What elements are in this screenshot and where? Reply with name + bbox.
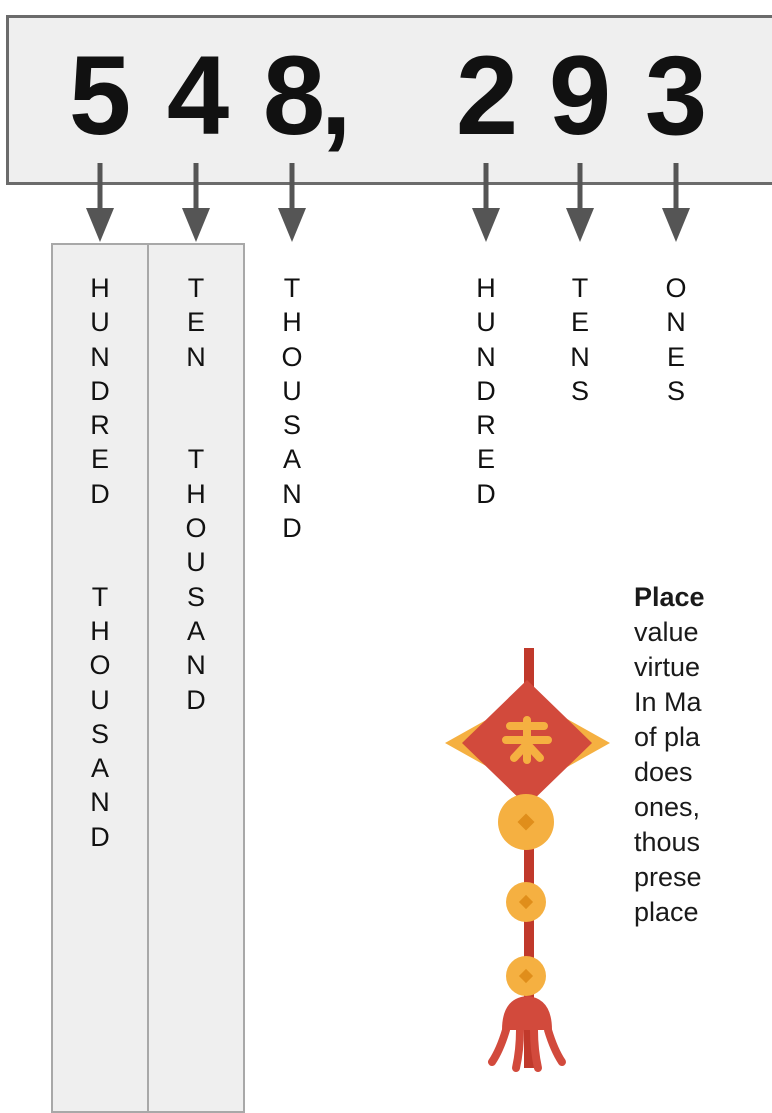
- paragraph-line: of pla: [634, 722, 701, 752]
- arrows: [86, 163, 690, 242]
- paragraph-line: place: [634, 897, 699, 927]
- paragraph-line: virtue: [634, 652, 701, 682]
- column-box-ten-thousand: [147, 243, 245, 1113]
- digit-tens: 9: [548, 33, 612, 158]
- arrow-ten-thousands: [182, 163, 210, 242]
- paragraph-line: In Ma: [634, 687, 702, 717]
- column-box-hundred-thousand: [51, 243, 149, 1113]
- number-box: [6, 15, 772, 185]
- digit-hundred-thousands: 5: [68, 33, 132, 158]
- digit-ten-thousands: 4: [166, 33, 230, 158]
- arrow-ones: [662, 163, 690, 242]
- digit-hundreds: 2: [455, 33, 519, 158]
- digit-thousands: 8: [262, 33, 326, 158]
- arrow-tens: [566, 163, 594, 242]
- arrow-hundreds: [472, 163, 500, 242]
- arrow-hundred-thousands: [86, 163, 114, 242]
- paragraph-line: value: [634, 617, 699, 647]
- paragraph-heading: Place: [634, 582, 705, 612]
- digit-ones: 3: [644, 33, 708, 158]
- paragraph-line: ones,: [634, 792, 701, 822]
- chinese-knot-ornament-icon: [445, 648, 610, 1072]
- thousands-separator: ,: [320, 33, 352, 158]
- place-value-paragraph: Place value virtue In Ma of pla does one…: [634, 580, 772, 930]
- paragraph-line: thous: [634, 827, 701, 857]
- paragraph-line: prese: [634, 862, 702, 892]
- paragraph-line: does: [634, 757, 693, 787]
- arrow-thousands: [278, 163, 306, 242]
